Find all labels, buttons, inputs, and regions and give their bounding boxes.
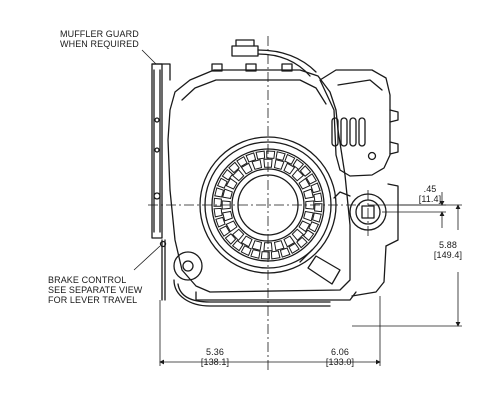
grille-slot [275,151,286,161]
grille-slot [218,225,231,237]
grille-slot [228,161,240,174]
grille-slot [263,242,273,252]
brake-control [159,239,331,307]
grille-slot [263,158,273,168]
grille-slot [299,165,312,177]
engine-base [195,291,357,301]
grille-slot [314,203,323,213]
grille-slot [310,182,321,194]
dim-height-label: 5.88 [149.4] [426,240,470,260]
dim-left-width-label: 5.36 [138.1] [190,347,240,367]
grille-slot [305,200,315,210]
grille-slot [302,229,315,242]
grille-slot [250,249,261,259]
grille-slot [221,200,231,210]
grille-slot [222,188,233,200]
grille-slot [284,153,296,165]
dimension-lines [159,192,462,366]
grille-slot [245,152,257,163]
grille-slot [251,240,263,251]
muffler-guard [151,63,171,239]
dim-right-width-mm: [133.0] [325,357,355,367]
muffler-guard-label-line-1: MUFFLER GUARD [60,29,139,39]
fuel-tank [319,69,391,177]
dim-height-inches: 5.88 [439,240,457,250]
grille-slot [240,235,253,248]
grille-slot [312,212,322,223]
grille-slot [273,159,285,170]
brake-control-label-line-2: SEE SEPARATE VIEW [48,285,143,295]
grille-slot [305,173,318,185]
dim-height-mm: [149.4] [433,250,463,260]
grille-slot [283,235,296,248]
brake-control-label-line-3: FOR LEVER TRAVEL [48,295,138,305]
grille-slot [273,240,285,251]
grille-slot [279,247,291,258]
grille-slot [303,188,314,200]
grille-slot [292,158,305,171]
grille-slot [240,245,252,257]
grille-slot [213,197,222,207]
muffler-guard-label: MUFFLER GUARD WHEN REQUIRED [60,29,139,49]
grille-slot [283,162,296,175]
grille-slot [214,187,224,198]
grille-slot [298,177,311,190]
grille-slot [255,150,266,160]
right-bracket [351,109,399,297]
brake-control-label: BRAKE CONTROL SEE SEPARATE VIEW FOR LEVE… [48,275,142,305]
blower-grille [213,150,323,260]
dim-left-width-inches: 5.36 [206,347,224,357]
dim-right-width-label: 6.06 [133.0] [315,347,365,367]
grille-slot [231,239,244,252]
dim-offset-mm: [11.4] [418,194,442,204]
grille-slot [303,210,314,222]
muffler-guard-label-line-2: WHEN REQUIRED [60,39,139,49]
grille-slot [288,242,300,255]
grille-slot [236,155,248,168]
grille-slot [308,221,320,233]
grille-slot [270,250,281,260]
grille-slot [221,168,234,181]
engine-shroud [167,69,351,293]
grille-slot [291,168,305,182]
grille-slot [225,177,238,190]
grille-slot [231,228,245,242]
centerlines [148,36,369,370]
grille-slot [240,162,253,175]
grille-slot [224,233,237,245]
grille-slot [251,159,263,170]
grille-slot [313,192,323,203]
grille-slot [225,220,238,233]
callout-leaders [133,49,161,271]
fuel-cap [211,39,317,77]
grille-slot [260,251,270,260]
dim-left-width-mm: [138.1] [200,357,230,367]
dim-offset-inches: .45 [423,184,437,194]
spark-plug-boss [333,191,387,231]
grille-slot [231,168,245,182]
grille-slot [291,228,305,242]
dim-right-width-inches: 6.06 [331,347,349,357]
grille-slot [298,220,311,233]
grille-slot [266,150,276,159]
grille-slot [216,177,228,189]
dim-offset-label: .45 [11.4] [410,184,450,204]
grille-slot [213,207,223,218]
starter-handle [299,249,341,285]
brake-control-label-line-1: BRAKE CONTROL [48,275,127,285]
grille-slot [215,216,226,228]
grille-slot [296,236,308,249]
grille-slot [222,210,233,222]
air-filter-cover [331,117,377,161]
